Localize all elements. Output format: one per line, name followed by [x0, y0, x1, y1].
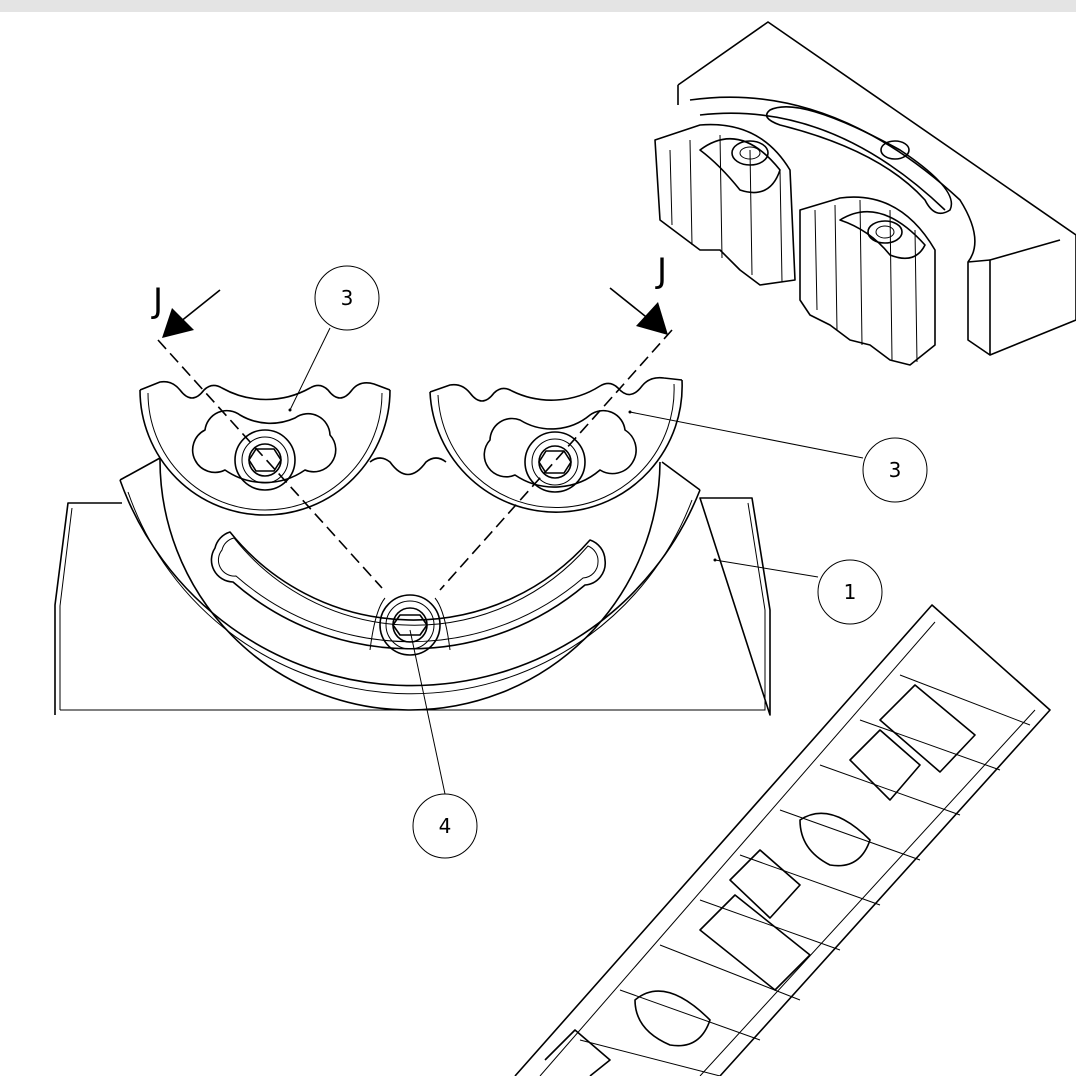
section-label-left: J	[151, 281, 163, 321]
balloon-3-left: 3	[314, 265, 380, 331]
top-bar	[0, 0, 1076, 12]
section-arrow-left	[162, 308, 194, 338]
balloon-3-right: 3	[862, 437, 928, 503]
svg-text:3: 3	[341, 286, 354, 310]
clamp-right	[429, 376, 683, 513]
balloons: 3 3 1 4	[288, 265, 928, 859]
clamp-left	[139, 380, 391, 516]
svg-text:4: 4	[439, 814, 452, 838]
svg-text:1: 1	[844, 580, 857, 604]
bolt-4	[379, 594, 441, 656]
section-label-right: J	[655, 251, 667, 291]
section-view	[514, 604, 1051, 1076]
section-arrow-right	[636, 302, 668, 335]
balloon-1: 1	[817, 559, 883, 625]
svg-text:3: 3	[889, 458, 902, 482]
section-line-j: J J	[151, 251, 673, 591]
arc-bracket	[119, 457, 701, 711]
isometric-view	[654, 21, 1076, 366]
base-part-1	[54, 497, 771, 716]
balloon-4: 4	[412, 793, 478, 859]
